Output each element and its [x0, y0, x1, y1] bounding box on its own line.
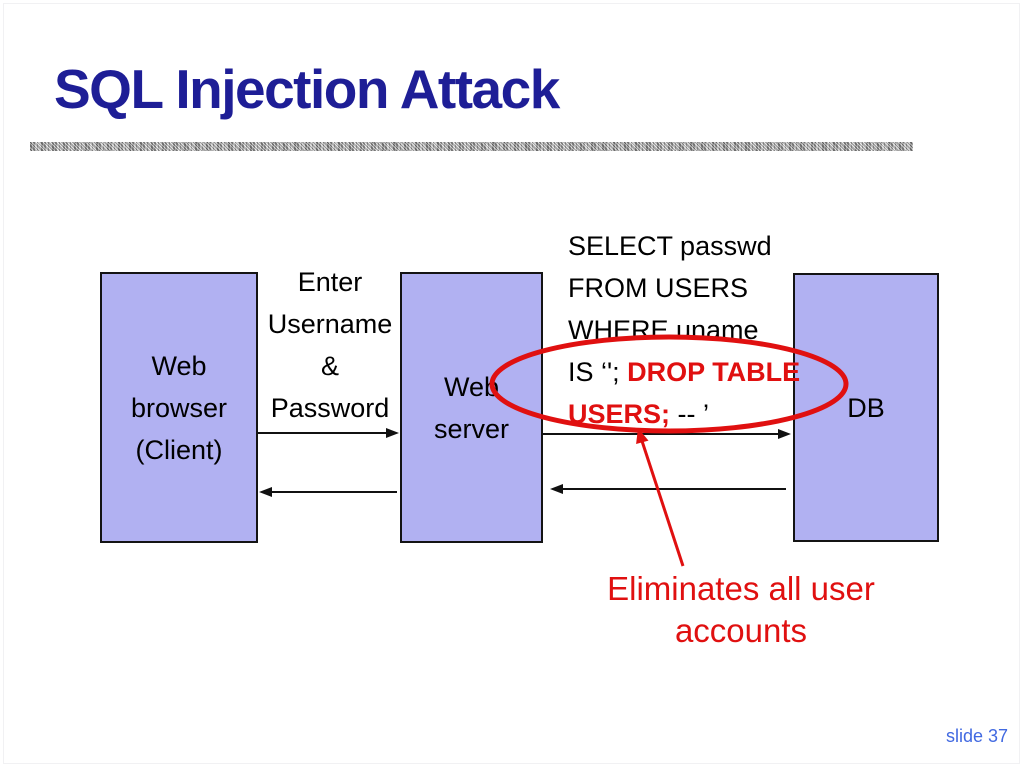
client-box-label: Web browser (Client) [130, 350, 228, 465]
annotation-arrow-line [640, 440, 685, 567]
page-number: slide 37 [945, 726, 1008, 746]
db-box-label: DB [847, 392, 885, 423]
sql-line-4-plain: IS ‘'; [568, 357, 628, 387]
sql-line-5-plain: -- ’ [670, 399, 709, 429]
sql-line-2: FROM USERS [568, 273, 749, 303]
sql-line-4: IS ‘'; DROP TABLE [568, 351, 800, 393]
response-arrowhead-db-to-server [550, 484, 563, 494]
sql-line-5-injected: USERS; [568, 399, 671, 429]
sql-line-4-injected: DROP TABLE [627, 357, 801, 387]
server-box-label: Web server [433, 371, 509, 444]
server-box: Web server [400, 272, 543, 543]
sql-line-5: USERS; -- ’ [568, 393, 800, 435]
client-box: Web browser (Client) [100, 272, 258, 543]
sql-query-text: SELECT passwd FROM USERS WHERE uname IS … [568, 225, 800, 435]
annotation-text: Eliminates all user accounts [607, 570, 875, 649]
response-arrowhead-server-to-client [259, 487, 272, 497]
request-arrowhead-client-to-server [386, 428, 399, 438]
sql-line-1: SELECT passwd [568, 231, 772, 261]
title-divider [30, 142, 913, 151]
db-box: DB [793, 273, 939, 542]
sql-line-3: WHERE uname [568, 315, 759, 345]
slide-title: SQL Injection Attack [54, 58, 560, 120]
credentials-label: Enter Username & Password [267, 267, 393, 423]
